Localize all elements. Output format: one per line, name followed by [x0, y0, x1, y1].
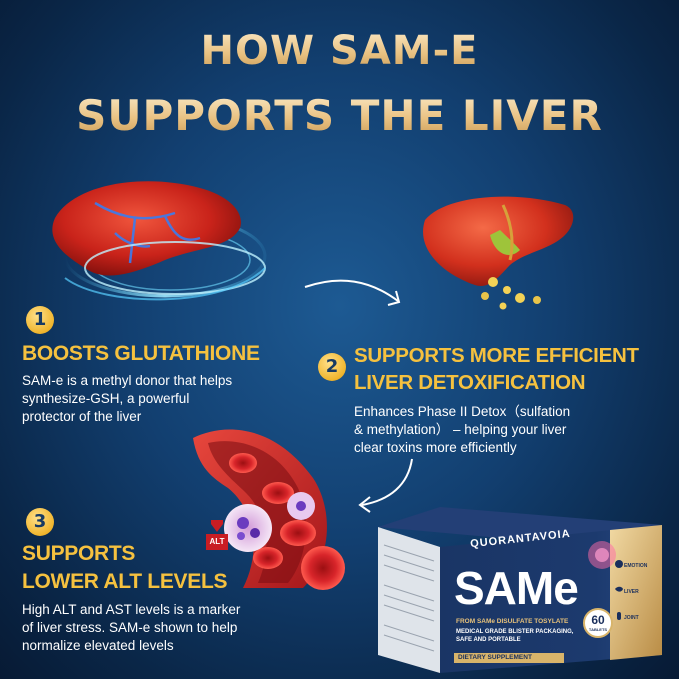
benefit-2-heading: SUPPORTS MORE EFFICIENT LIVER DETOXIFICA… [354, 342, 639, 396]
benefit-3-heading: SUPPORTS LOWER ALT LEVELS [22, 540, 228, 596]
product-box-shape [378, 507, 662, 673]
benefit-2-line-1: Enhances Phase II Detox（sulfation [354, 404, 571, 419]
emotion-icon [615, 560, 623, 568]
benefit-1-body: SAM-e is a methyl donor that helps synth… [22, 372, 232, 426]
benefit-2-line-2: & methylation） – helping your liver [354, 422, 567, 437]
benefit-2-line-3: clear toxins more efficiently [354, 440, 517, 455]
product-line-2: MEDICAL GRADE BLISTER PACKAGING, [456, 629, 574, 635]
step-number-3: 3 [26, 508, 54, 536]
arrow-down-left-icon [358, 458, 413, 513]
benefit-1-line-1: SAM-e is a methyl donor that helps [22, 373, 233, 388]
product-bottom-label: DIETARY SUPPLEMENT [458, 654, 532, 661]
benefit-1-heading: BOOSTS GLUTATHIONE [22, 342, 260, 365]
blood-vessel-illustration [193, 429, 345, 590]
arrow-right-icon [304, 279, 401, 306]
liver-icon [615, 586, 623, 592]
benefit-2-body: Enhances Phase II Detox（sulfation & meth… [354, 403, 570, 457]
benefit-3-heading-line-1: SUPPORTS [22, 542, 136, 565]
benefit-3-line-1: High ALT and AST levels is a marker [22, 602, 241, 617]
step-number-2: 2 [318, 353, 346, 381]
product-subtitle: FROM SAMe DISULFATE TOSYLATE [456, 618, 569, 625]
product-box: QUORANTAVOIA SAMe FROM SAMe DISULFATE TO… [370, 505, 670, 675]
benefit-3-line-2: of liver stress. SAM-e shown to help [22, 620, 238, 635]
side-label-joint: JOINT [624, 615, 639, 621]
joint-icon [617, 612, 621, 620]
benefit-1-line-3: protector of the liver [22, 409, 142, 424]
product-count-unit: TABLETS [588, 627, 608, 632]
benefit-3-heading-line-2: LOWER ALT LEVELS [22, 570, 228, 593]
page-title-line-1: HOW SAM-E [0, 28, 679, 74]
liver-glow-illustration [52, 181, 267, 301]
benefit-2-heading-line-1: SUPPORTS MORE EFFICIENT [354, 344, 639, 367]
step-number-1: 1 [26, 306, 54, 334]
product-count: 60 [591, 613, 605, 627]
side-label-emotion: EMOTION [624, 563, 648, 569]
down-arrow-icon [211, 520, 223, 532]
product-line-3: SAFE AND PORTABLE [456, 637, 521, 643]
alt-badge: ALT [206, 534, 228, 550]
benefit-3-body: High ALT and AST levels is a marker of l… [22, 601, 240, 655]
benefit-3-line-3: normalize elevated levels [22, 638, 174, 653]
benefit-2-heading-line-2: LIVER DETOXIFICATION [354, 371, 586, 394]
benefit-1-line-2: synthesize-GSH, a powerful [22, 391, 190, 406]
liver-detox-illustration [423, 196, 574, 310]
product-name: SAMe [454, 562, 579, 614]
page-title-line-2: SUPPORTS THE LIVER [0, 92, 679, 140]
side-label-liver: LIVER [624, 589, 639, 595]
